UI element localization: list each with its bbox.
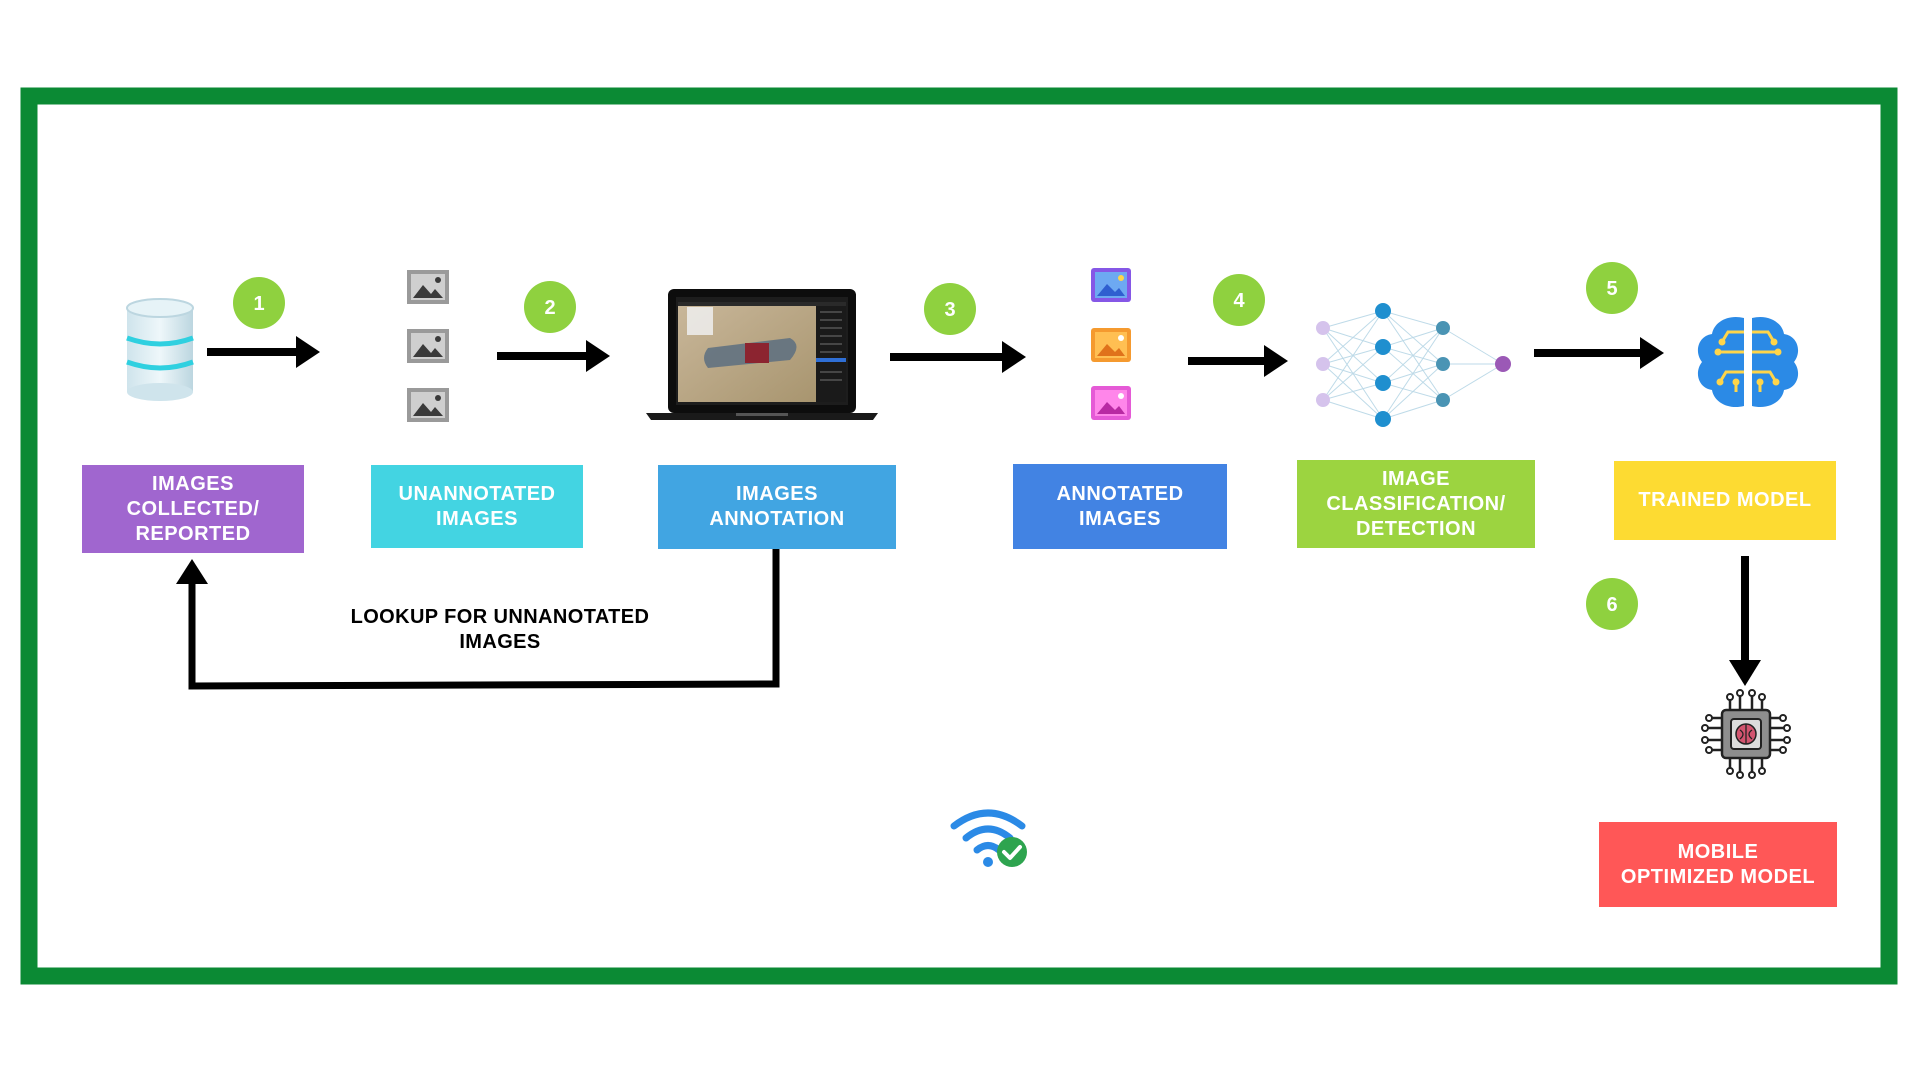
box-line: MOBILE: [1677, 840, 1759, 863]
arrow-2: [497, 340, 610, 372]
step-3-number: 3: [944, 299, 955, 321]
arrow-6: [1729, 556, 1761, 686]
diagram-frame: [20, 87, 1898, 985]
box-line: REPORTED: [135, 522, 251, 545]
image-classification-box: IMAGE CLASSIFICATION/ DETECTION: [1297, 460, 1535, 548]
step-1-badge: 1: [233, 277, 285, 329]
step-2-number: 2: [544, 297, 555, 319]
arrows: [176, 336, 1761, 690]
box-line: IMAGES: [1079, 507, 1161, 530]
arrow-3: [890, 341, 1026, 373]
box-line: IMAGES: [152, 472, 234, 495]
step-4-number: 4: [1233, 290, 1245, 312]
box-line: CLASSIFICATION/: [1326, 492, 1506, 515]
box-line: IMAGES: [436, 507, 518, 530]
box-line: IMAGES: [736, 483, 818, 505]
arrow-4: [1188, 345, 1288, 377]
ai-chip-icon: [1701, 689, 1791, 779]
unannotated-images-box: UNANNOTATED IMAGES: [371, 465, 583, 548]
arrow-1: [207, 336, 320, 368]
step-2-badge: 2: [524, 281, 576, 333]
box-line: UNANNOTATED: [398, 482, 556, 505]
annotated-images-box: ANNOTATED IMAGES: [1013, 464, 1227, 549]
box-line: ANNOTATED: [1056, 482, 1184, 505]
arrow-5: [1534, 337, 1664, 369]
feedback-label: LOOKUP FOR UNNANOTATED IMAGES: [330, 605, 670, 655]
step-6-badge: 6: [1586, 578, 1638, 630]
feedback-line: LOOKUP FOR UNNANOTATED: [350, 606, 650, 628]
step-1-number: 1: [253, 293, 264, 315]
mobile-optimized-model-box: MOBILE OPTIMIZED MODEL: [1599, 822, 1837, 907]
brain-icon: [1697, 316, 1799, 408]
box-line: OPTIMIZED MODEL: [1620, 865, 1816, 888]
image-icon: [1091, 328, 1131, 362]
image-icon: [1091, 268, 1131, 302]
feedback-line: IMAGES: [459, 631, 541, 653]
image-placeholder-icon: [407, 388, 449, 422]
step-4-badge: 4: [1213, 274, 1265, 326]
box-line: IMAGE: [1381, 467, 1451, 490]
images-annotation-box: IMAGES ANNOTATION: [658, 465, 896, 549]
image-placeholder-icon: [407, 270, 449, 304]
image-placeholder-icon: [407, 329, 449, 363]
database-icon: [126, 298, 194, 401]
step-3-badge: 3: [924, 283, 976, 335]
wifi-check-icon: [950, 809, 1027, 867]
step-6-number: 6: [1606, 594, 1617, 616]
step-5-number: 5: [1606, 278, 1617, 300]
feedback-arrow: [176, 548, 780, 690]
step-5-badge: 5: [1586, 262, 1638, 314]
box-line: TRAINED MODEL: [1638, 489, 1812, 511]
trained-model-box: TRAINED MODEL: [1614, 461, 1836, 540]
box-line: DETECTION: [1355, 517, 1477, 540]
neural-network-icon: [1316, 303, 1511, 427]
image-icon: [1091, 386, 1131, 420]
box-line: ANNOTATION: [709, 508, 845, 530]
laptop-icon: [646, 289, 878, 420]
box-line: COLLECTED/: [126, 497, 260, 520]
images-collected-box: IMAGES COLLECTED/ REPORTED: [82, 465, 304, 553]
